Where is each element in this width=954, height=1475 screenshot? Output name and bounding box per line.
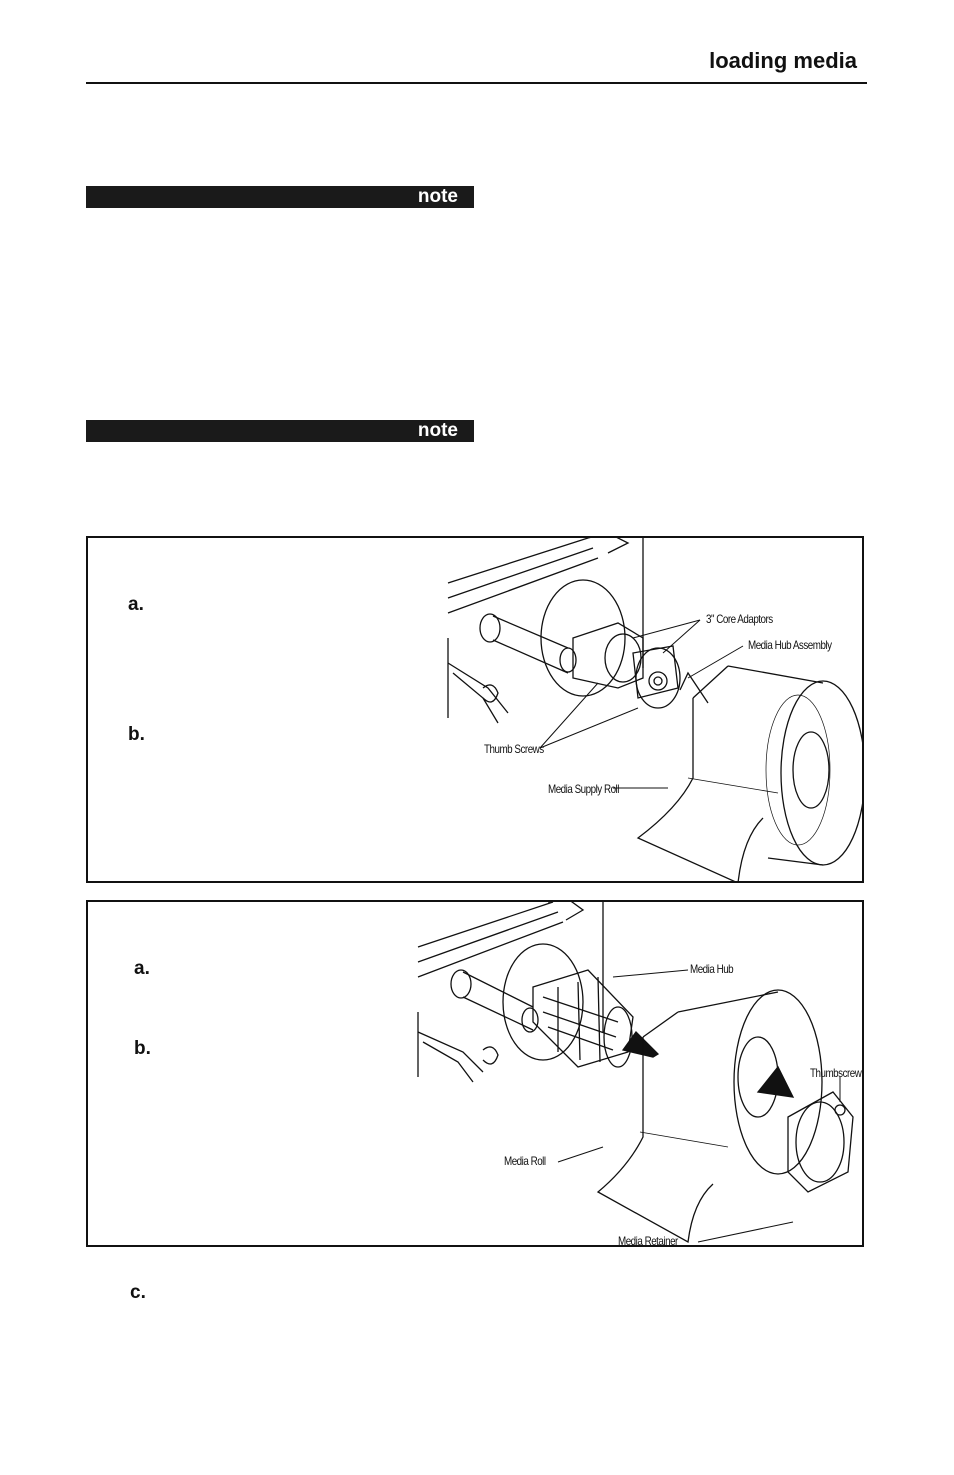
leader-media-roll bbox=[557, 1146, 604, 1163]
callout-core-adaptors: 3" Core Adaptors bbox=[706, 612, 773, 626]
callout-media-retainer: Media Retainer bbox=[618, 1234, 678, 1247]
callout-media-hub: Media Hub bbox=[690, 962, 734, 976]
leader-media-hub bbox=[612, 969, 689, 978]
leader-core-adaptors-1 bbox=[632, 619, 701, 639]
callout-thumb-screws: Thumb Screws bbox=[484, 742, 544, 756]
callout-hub-assembly: Media Hub Assembly bbox=[748, 638, 832, 652]
callout-supply-roll: Media Supply Roll bbox=[548, 782, 619, 796]
leader-media-retainer bbox=[697, 1221, 794, 1243]
callout-thumbscrew: Thumbscrew bbox=[810, 1066, 862, 1080]
page-header-title: loading media bbox=[709, 48, 857, 73]
figure-2-step-b: b. bbox=[134, 1038, 151, 1059]
figure-2-box: a. b. Media Hub Thumbscrew Media Roll Me… bbox=[86, 900, 864, 1247]
leader-thumb-screws-1 bbox=[539, 682, 599, 749]
figure-1-step-b: b. bbox=[128, 724, 145, 745]
leader-hub-assembly bbox=[687, 645, 744, 679]
figure-1-illustration bbox=[447, 538, 862, 881]
step-c-label: c. bbox=[130, 1282, 146, 1303]
figure-2-step-a: a. bbox=[134, 958, 150, 979]
leader-core-adaptors-2 bbox=[662, 619, 701, 654]
callout-media-roll: Media Roll bbox=[504, 1154, 546, 1168]
note-bar-2: note bbox=[86, 420, 474, 442]
note-bar-1: note bbox=[86, 186, 474, 208]
figure-1-box: a. b. 3" Core Adaptors Media Hub Assembl… bbox=[86, 536, 864, 883]
header-rule bbox=[86, 82, 867, 84]
leader-thumb-screws-2 bbox=[539, 707, 639, 749]
figure-2-illustration bbox=[417, 902, 854, 1244]
figure-1-step-a: a. bbox=[128, 594, 144, 615]
